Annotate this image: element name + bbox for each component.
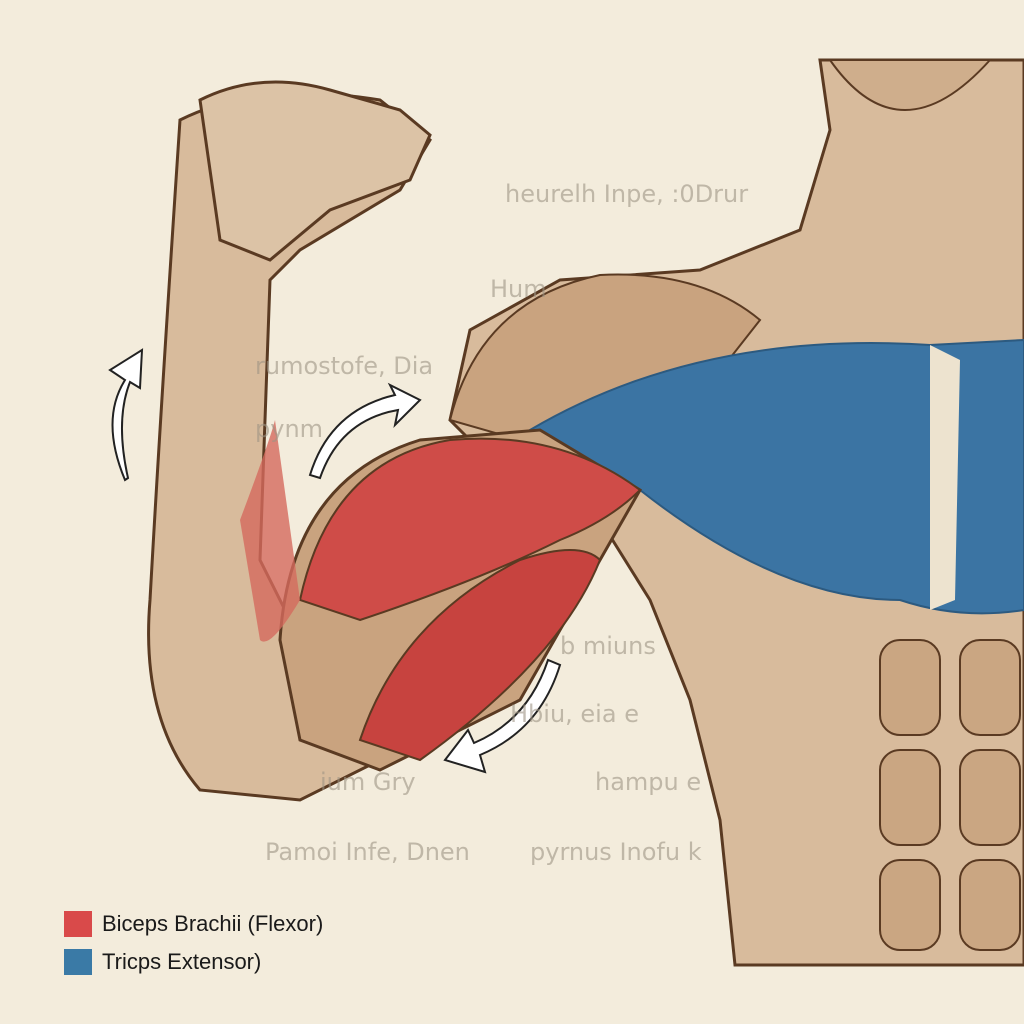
legend-swatch-blue [64, 949, 92, 975]
curved-arrow-up-icon [108, 348, 144, 482]
biceps-muscle-red [298, 437, 642, 622]
curved-arrow-right-icon [308, 382, 422, 480]
background-text: ium Gry [320, 768, 416, 796]
background-text: pyrnus Inofu k [530, 838, 702, 866]
fist [198, 80, 432, 262]
background-text: Hbiu, eia e [510, 700, 639, 728]
background-text: pynm [255, 415, 324, 443]
pectoral-muscle-blue [527, 338, 1024, 615]
legend-swatch-red [64, 911, 92, 937]
abdominals [879, 639, 1021, 951]
background-text: Hum [490, 275, 547, 303]
brachioradialis-red [240, 420, 300, 642]
background-text: rumostofe, Dia [255, 352, 434, 380]
background-text: b miuns [560, 632, 656, 660]
chin [828, 59, 993, 111]
curved-arrow-down-left-icon [443, 658, 562, 774]
background-text: hampu e [595, 768, 702, 796]
legend-item-biceps: Biceps Brachii (Flexor) [64, 905, 323, 943]
background-text: Pamoi Infe, Dnen [265, 838, 470, 866]
background-text: heurelh Inpe, :0Drur [505, 180, 749, 208]
legend-label: Biceps Brachii (Flexor) [102, 911, 324, 936]
legend-label: Tricps Extensor) [102, 949, 262, 974]
legend-item-triceps: Tricps Extensor) [64, 943, 323, 981]
biceps-lower-red [358, 549, 602, 762]
legend: Biceps Brachii (Flexor) Tricps Extensor) [64, 905, 323, 981]
